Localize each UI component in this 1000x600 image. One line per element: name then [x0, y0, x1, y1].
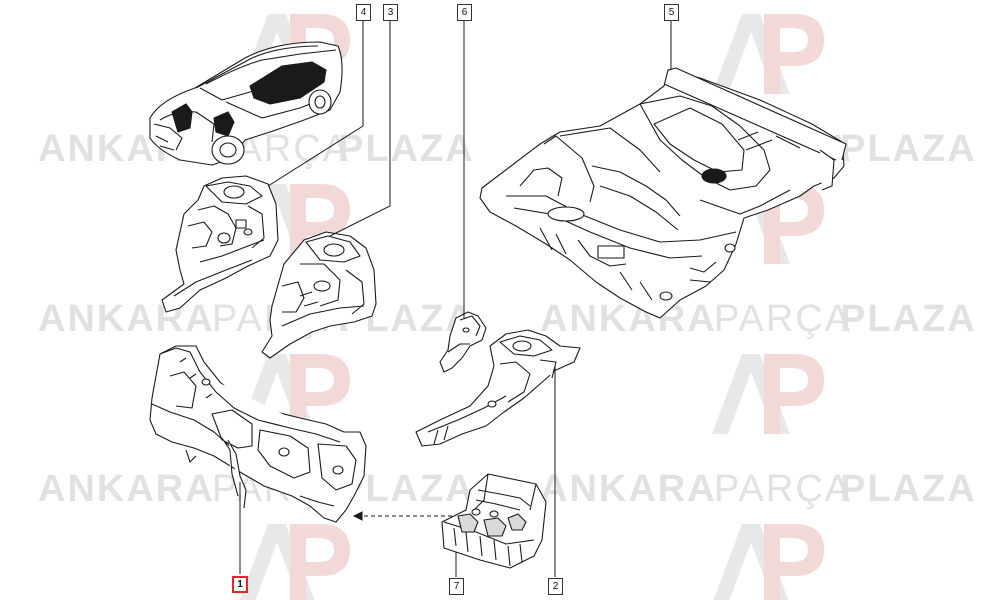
part-6-bracket: [439, 311, 487, 373]
car-overview-illustration: [149, 41, 343, 166]
callout-6[interactable]: 6: [457, 4, 472, 21]
callout-7[interactable]: 7: [449, 578, 464, 595]
callout-4[interactable]: 4: [356, 4, 371, 21]
part-1-front-panel: [149, 345, 367, 523]
watermark-word-plaza: PLAZA: [840, 128, 977, 170]
watermark-word-parca: PARÇA: [714, 298, 853, 340]
watermark-word-ankara: ANKARA: [540, 298, 717, 340]
part-3-inner-wing: [261, 231, 377, 359]
callout-3[interactable]: 3: [383, 4, 398, 21]
part-2-side-member: [415, 329, 581, 447]
watermark-word-plaza: PLAZA: [840, 298, 977, 340]
watermark-word-plaza: PLAZA: [840, 468, 977, 510]
part-5-rear-floor: [479, 67, 847, 319]
watermark-word-plaza: PLAZA: [338, 128, 475, 170]
callout-5[interactable]: 5: [664, 4, 679, 21]
watermark-word-ankara: ANKARA: [38, 468, 215, 510]
part-4-inner-wing: [161, 175, 279, 313]
part-7-box: [441, 473, 547, 569]
callout-2[interactable]: 2: [548, 578, 563, 595]
callout-1[interactable]: 1: [232, 576, 248, 593]
leader-lines: [239, 18, 672, 577]
watermark-word-ankara: ANKARA: [540, 468, 717, 510]
watermark-word-parca: PARÇA: [714, 468, 853, 510]
